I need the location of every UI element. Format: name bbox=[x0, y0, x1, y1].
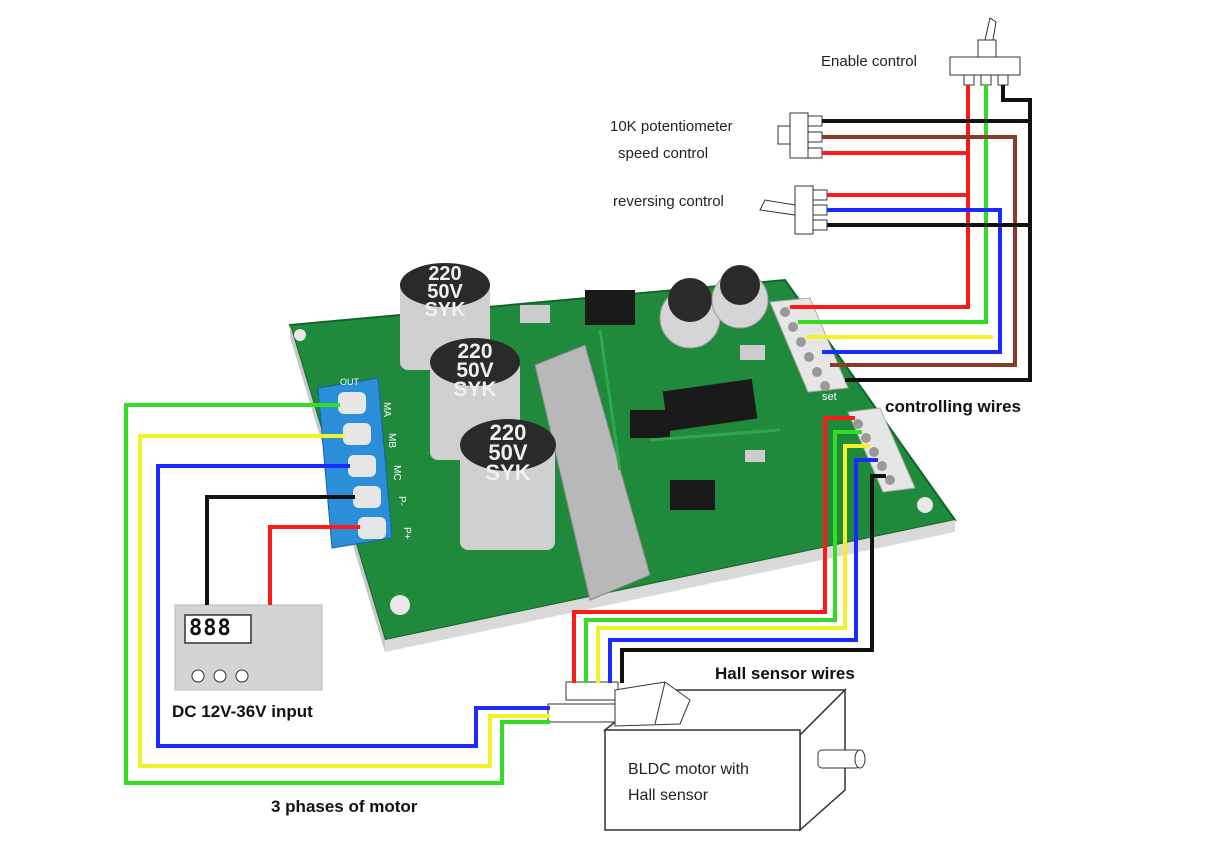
cap1-line1: 220 bbox=[428, 263, 461, 285]
cap3-line2: 50V bbox=[488, 440, 527, 465]
three-phases-label: 3 phases of motor bbox=[271, 797, 418, 816]
enable-control-label: Enable control bbox=[821, 53, 917, 70]
potentiometer-label-2: speed control bbox=[618, 145, 709, 162]
cap2-line3: SYK bbox=[453, 378, 496, 401]
cap2-line2: 50V bbox=[456, 359, 493, 382]
reversing-control-label: reversing control bbox=[613, 193, 724, 210]
enable-switch bbox=[949, 17, 1021, 86]
power-wires bbox=[205, 495, 360, 605]
cap3-line3: SYK bbox=[485, 460, 530, 485]
dc-input-label: DC 12V-36V input bbox=[172, 702, 313, 721]
reversing-switch bbox=[759, 185, 828, 235]
hall-sensor-wires-label: Hall sensor wires bbox=[715, 664, 855, 683]
potentiometer-label-1: 10K potentiometer bbox=[610, 118, 733, 135]
psu-display: 888 bbox=[189, 616, 232, 641]
hall-wires bbox=[572, 416, 886, 683]
term-pplus: P+ bbox=[401, 527, 412, 540]
out-label: OUT bbox=[340, 377, 360, 387]
control-wires bbox=[790, 85, 1032, 382]
motor-label-2: Hall sensor bbox=[628, 787, 709, 804]
motor-connectors bbox=[547, 681, 691, 727]
term-mc: MC bbox=[391, 465, 402, 481]
cap3-line1: 220 bbox=[490, 420, 527, 445]
hall-terminal-strip bbox=[847, 407, 916, 493]
capacitor-3: 220 50V SYK bbox=[460, 419, 556, 550]
power-terminal-block: OUT MA MB MC P- P+ bbox=[317, 377, 412, 549]
set-label: set bbox=[822, 391, 837, 403]
controlling-wires-label: controlling wires bbox=[885, 397, 1022, 416]
cap1-line3: SYK bbox=[424, 299, 466, 321]
cap2-line1: 220 bbox=[457, 340, 492, 363]
power-supply bbox=[174, 604, 323, 691]
potentiometer bbox=[777, 112, 823, 159]
term-ma: MA bbox=[381, 402, 392, 417]
phase-wires bbox=[124, 403, 550, 785]
cap1-line2: 50V bbox=[427, 281, 463, 303]
term-mb: MB bbox=[386, 433, 397, 448]
control-terminal-strip: set bbox=[769, 297, 849, 403]
term-pminus: P- bbox=[396, 496, 407, 506]
motor-label-1: BLDC motor with bbox=[628, 761, 749, 778]
